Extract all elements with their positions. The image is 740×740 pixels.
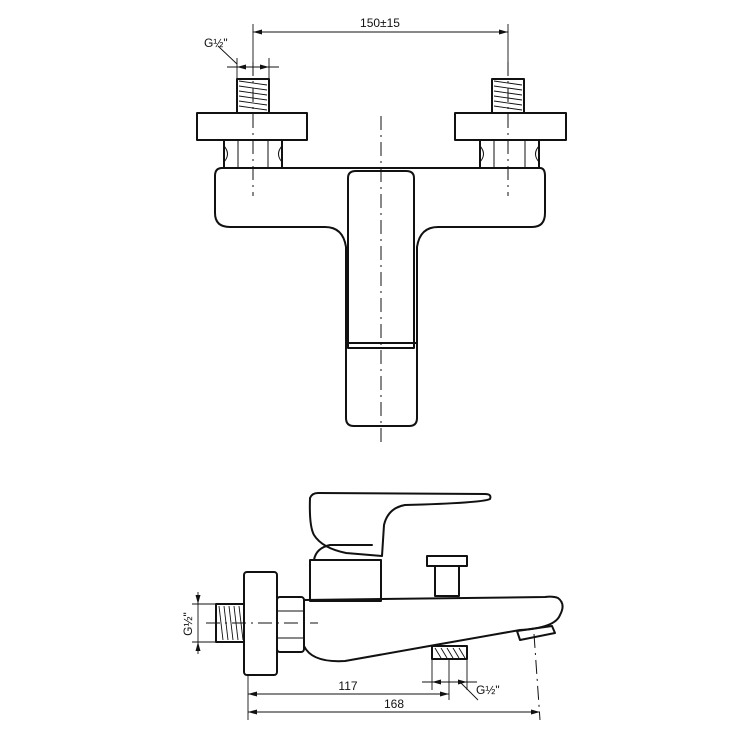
left-wall-flange — [196, 112, 308, 141]
handle-neck — [313, 544, 373, 561]
mixer-body-outline — [214, 167, 546, 344]
dimension-spacing: 150±15 — [252, 16, 509, 62]
dimension-thread-top: G½" — [204, 36, 279, 79]
handle-column — [309, 559, 382, 602]
side-view — [206, 492, 564, 721]
side-hex-nut — [276, 596, 305, 653]
spout-front — [345, 342, 418, 427]
spout-aerator — [516, 625, 556, 641]
dim-spacing-label: 150±15 — [360, 16, 400, 30]
dim-offset-label: 117 — [338, 679, 357, 693]
spout-centerline — [533, 633, 541, 721]
right-hex-nut — [479, 139, 540, 169]
thread-side-label: G½" — [181, 612, 195, 636]
diverter-knob — [426, 555, 468, 597]
side-body-spout — [303, 595, 564, 663]
dim-length-label: 168 — [384, 697, 404, 711]
lever-handle-front — [347, 170, 415, 349]
dimension-thread-side: G½" — [181, 592, 216, 654]
bottom-outlet — [431, 645, 468, 660]
thread-bottom-label: G½" — [476, 683, 500, 697]
bottom-outlet-threads — [434, 647, 466, 659]
dimension-offset: 117 — [247, 659, 450, 720]
dimension-length: 168 — [248, 697, 540, 715]
front-view — [196, 62, 567, 443]
lever-handle-side — [308, 492, 492, 557]
right-wall-flange — [454, 112, 567, 141]
thread-top-label: G½" — [204, 36, 228, 50]
dimension-thread-bottom: G½" — [422, 659, 500, 701]
